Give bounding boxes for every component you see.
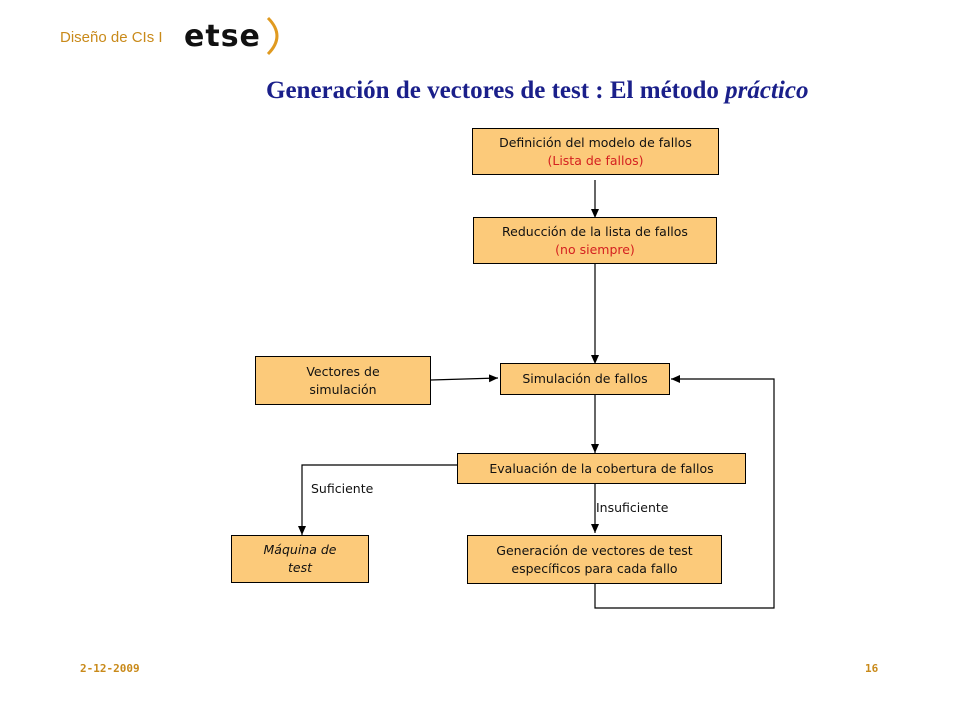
label-insuficiente: Insuficiente bbox=[596, 500, 669, 515]
box-evaluacion-line1: Evaluación de la cobertura de fallos bbox=[489, 460, 714, 476]
box-generacion-vectores: Generación de vectores de test específic… bbox=[467, 535, 722, 584]
box-generacion-line2: específicos para cada fallo bbox=[511, 560, 678, 576]
arrow-vectores-simulacion bbox=[430, 374, 499, 383]
box-vectores-line1: Vectores de bbox=[306, 363, 380, 379]
logo-text: etse bbox=[184, 19, 261, 54]
title-main: Generación de vectores de test : El méto… bbox=[266, 77, 719, 104]
box-evaluacion-cobertura: Evaluación de la cobertura de fallos bbox=[457, 453, 746, 484]
footer-page-number: 16 bbox=[865, 662, 879, 675]
box-definicion-line2: (Lista de fallos) bbox=[547, 152, 644, 168]
label-suficiente: Suficiente bbox=[311, 481, 374, 496]
box-simulacion-line1: Simulación de fallos bbox=[522, 371, 648, 386]
box-reduccion-line2: (no siempre) bbox=[555, 241, 635, 257]
title-emphasis: práctico bbox=[725, 77, 809, 104]
box-maquina-line2: test bbox=[287, 560, 312, 575]
box-reduccion-lista: Reducción de la lista de fallos (no siem… bbox=[473, 217, 717, 264]
box-maquina-test: Máquina de test bbox=[231, 535, 369, 583]
footer-date: 2-12-2009 bbox=[80, 662, 140, 675]
box-definicion-line1: Definición del modelo de fallos bbox=[499, 134, 692, 150]
etse-logo: etse bbox=[184, 16, 279, 56]
box-vectores-line2: simulación bbox=[309, 381, 377, 397]
arrow-generacion-simulacion bbox=[594, 375, 775, 609]
box-maquina-line1: Máquina de bbox=[263, 542, 337, 557]
slide-title: Generación de vectores de test : El méto… bbox=[266, 77, 808, 105]
box-vectores-simulacion: Vectores de simulación bbox=[255, 356, 431, 405]
box-definicion-modelo: Definición del modelo de fallos (Lista d… bbox=[472, 128, 719, 175]
arrow-evaluacion-maquina bbox=[298, 464, 457, 535]
course-name: Diseño de CIs I bbox=[60, 29, 163, 46]
box-simulacion-fallos: Simulación de fallos bbox=[500, 363, 670, 395]
box-reduccion-line1: Reducción de la lista de fallos bbox=[502, 223, 688, 239]
box-generacion-line1: Generación de vectores de test bbox=[496, 542, 693, 558]
